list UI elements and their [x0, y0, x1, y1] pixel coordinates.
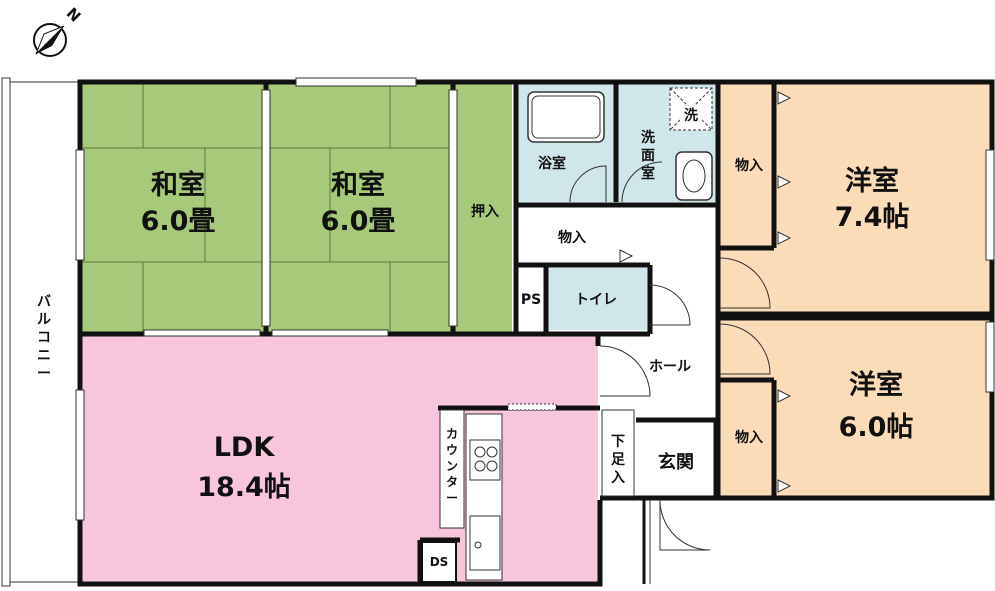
- storage-mid-label: 物入: [558, 229, 586, 246]
- youshitsu-top-closet-label: 物入: [735, 157, 763, 174]
- bathtub-inner: [531, 95, 601, 139]
- counter: [439, 409, 465, 529]
- youshitsu-top-name: 洋室: [845, 165, 899, 197]
- bath-label: 浴室: [538, 155, 566, 172]
- windows: [75, 77, 995, 521]
- shoe-box-label-2: 足: [611, 452, 626, 468]
- counter-label-5: ー: [446, 491, 458, 505]
- washitsu-left-name: 和室: [151, 169, 205, 201]
- wash-basin: [675, 151, 713, 201]
- washroom-label-3: 室: [641, 165, 655, 182]
- balcony-label-5: ー: [37, 366, 51, 382]
- youshitsu-bottom-closet-label: 物入: [735, 429, 763, 446]
- compass-icon: N: [33, 4, 85, 57]
- compass-north-label: N: [63, 4, 85, 26]
- balcony-label-4: ニ: [37, 348, 51, 364]
- ldk-fill: [82, 336, 598, 584]
- closet-markers: [619, 91, 792, 493]
- genkan-label: 玄関: [658, 451, 694, 473]
- washitsu-right-fill: [268, 84, 452, 332]
- washroom-label-2: 面: [641, 148, 655, 164]
- washitsu-right-name: 和室: [331, 169, 385, 201]
- washitsu-left-fill: [82, 84, 265, 332]
- bathtub: [527, 91, 605, 143]
- stove: [469, 439, 501, 481]
- hall-label: ホール: [649, 359, 691, 375]
- balcony-label-1: バ: [37, 294, 51, 310]
- balcony-label-3: コ: [37, 330, 51, 346]
- counter-label-4: タ: [446, 475, 458, 489]
- ps-label: PS: [521, 292, 541, 308]
- ldk-size: 18.4帖: [197, 472, 291, 503]
- ds-label: DS: [430, 555, 449, 569]
- shoe-box-label-3: 入: [611, 470, 625, 486]
- youshitsu-bottom-size: 6.0帖: [839, 412, 914, 443]
- range-hood: [507, 403, 557, 411]
- youshitsu-top-fill: [720, 84, 990, 312]
- washitsu-right-size: 6.0畳: [321, 206, 396, 237]
- oshiire-label: 押入: [471, 203, 499, 220]
- ds-box: [421, 541, 457, 583]
- youshitsu-top-size: 7.4帖: [835, 202, 910, 233]
- oshiire-fill: [455, 84, 512, 332]
- toilet-fill: [548, 268, 648, 330]
- ldk-name: LDK: [214, 432, 276, 463]
- doors: [569, 161, 771, 584]
- balcony: バ ル コ ニ ー: [1, 77, 78, 587]
- washitsu-left-size: 6.0畳: [141, 206, 216, 237]
- youshitsu-bottom-name: 洋室: [849, 369, 903, 401]
- stove-burners: [474, 446, 498, 472]
- counter-label-1: カ: [446, 427, 458, 441]
- shoe-box-label-1: 下: [611, 434, 625, 450]
- counter-label-3: ン: [446, 459, 458, 473]
- shoe-box: [601, 409, 635, 497]
- tatami-lines: [82, 84, 452, 332]
- sink: [469, 515, 501, 571]
- toilet-label: トイレ: [575, 292, 617, 308]
- washer-label: 洗: [684, 107, 698, 124]
- washroom-label-1: 洗: [641, 129, 655, 146]
- youshitsu-bottom-fill: [720, 320, 990, 498]
- counter-label-2: ウ: [446, 443, 458, 457]
- balcony-label-2: ル: [37, 312, 51, 328]
